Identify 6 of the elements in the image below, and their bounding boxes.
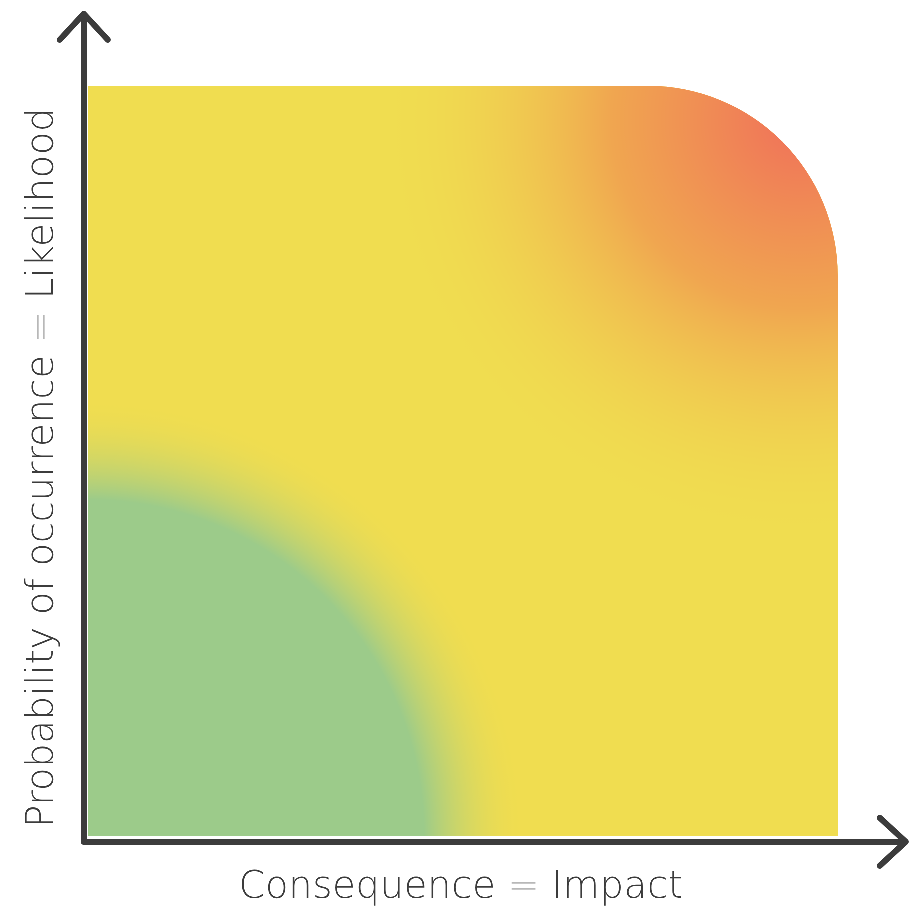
equals-sign: = <box>508 866 540 904</box>
y-axis-label: Likelihood <box>21 108 59 300</box>
x-axis-label: Consequence <box>238 866 496 904</box>
equals-sign: = <box>21 311 59 344</box>
y-axis-label: Probability of occurrence <box>21 355 59 828</box>
x-axis-label: Impact <box>552 866 684 904</box>
